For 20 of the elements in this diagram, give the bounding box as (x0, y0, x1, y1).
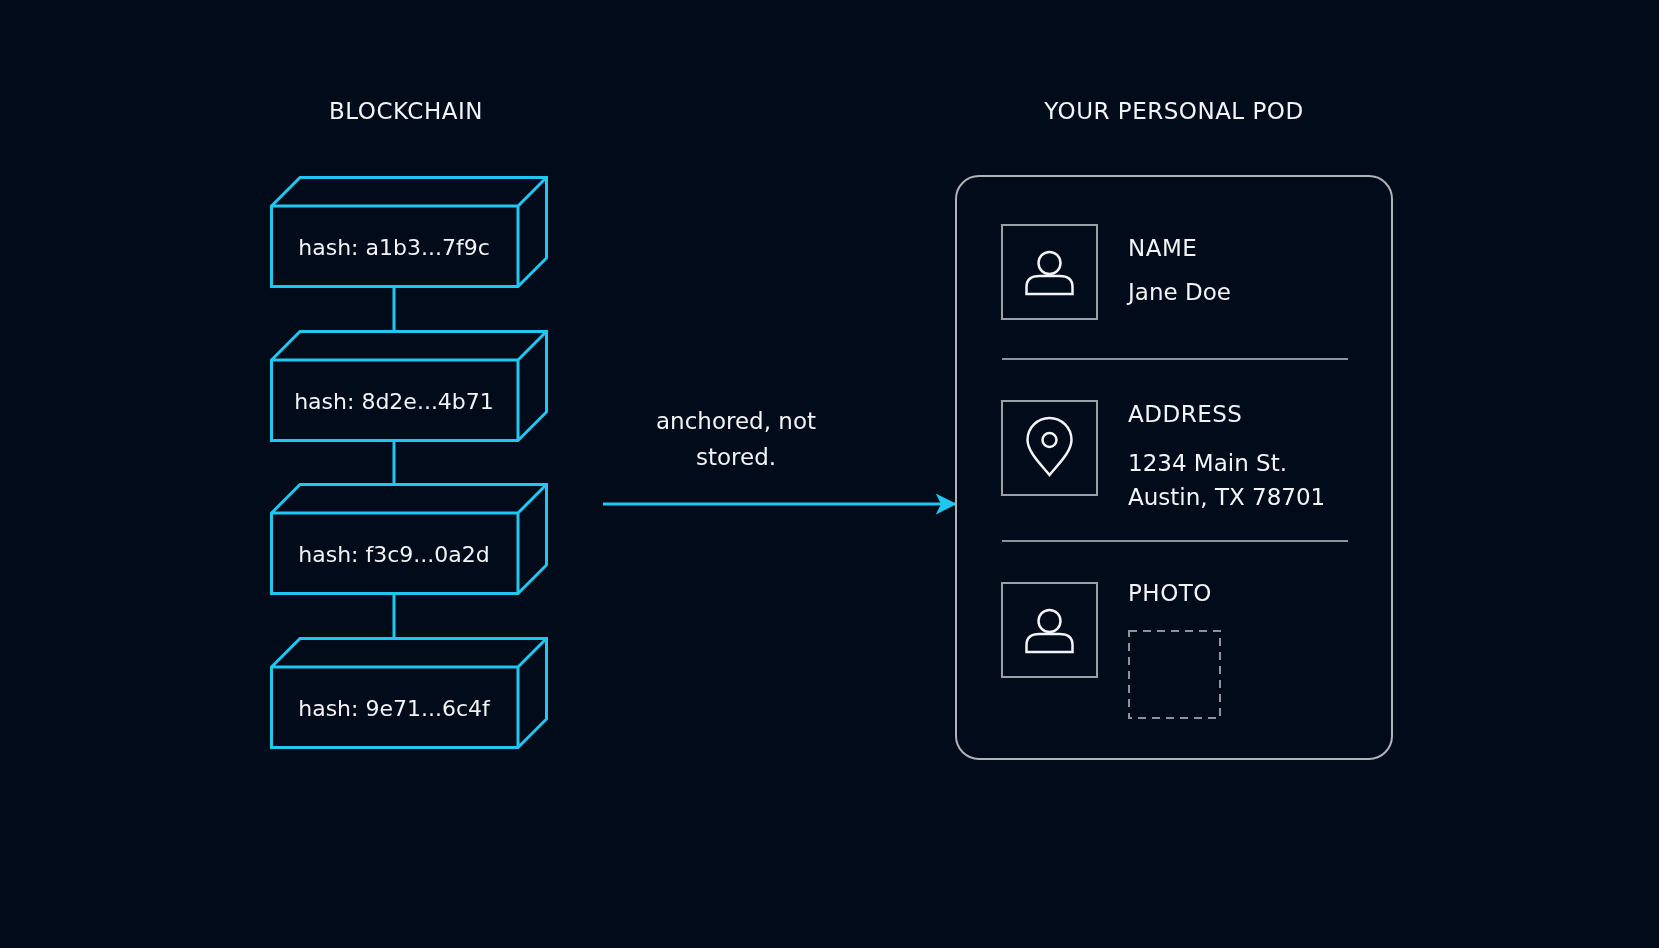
field-value: 1234 Main St. Austin, TX 78701 (1128, 449, 1327, 512)
hash-text: hash: f3c9...0a2d (298, 541, 490, 567)
field-title: PHOTO (1128, 580, 1212, 606)
field-title: ADDRESS (1128, 401, 1243, 427)
hash-text: hash: 8d2e...4b71 (294, 388, 494, 414)
block-cube (270, 483, 548, 595)
hash-text: hash: a1b3...7f9c (298, 234, 490, 260)
block-cube (270, 330, 548, 442)
section-heading: YOUR PERSONAL POD (1044, 98, 1304, 124)
field-value: Jane Doe (1128, 279, 1231, 305)
block-cube (270, 637, 548, 749)
edge-label: anchored, not stored. (655, 407, 817, 472)
section-heading: BLOCKCHAIN (329, 98, 483, 124)
hash-text: hash: 9e71...6c4f (298, 695, 490, 721)
connector-line (392, 595, 396, 637)
arrow (603, 493, 957, 515)
field-title: NAME (1128, 235, 1198, 261)
block-cube (270, 176, 548, 288)
connector-line (392, 288, 396, 330)
connector-line (392, 442, 396, 483)
